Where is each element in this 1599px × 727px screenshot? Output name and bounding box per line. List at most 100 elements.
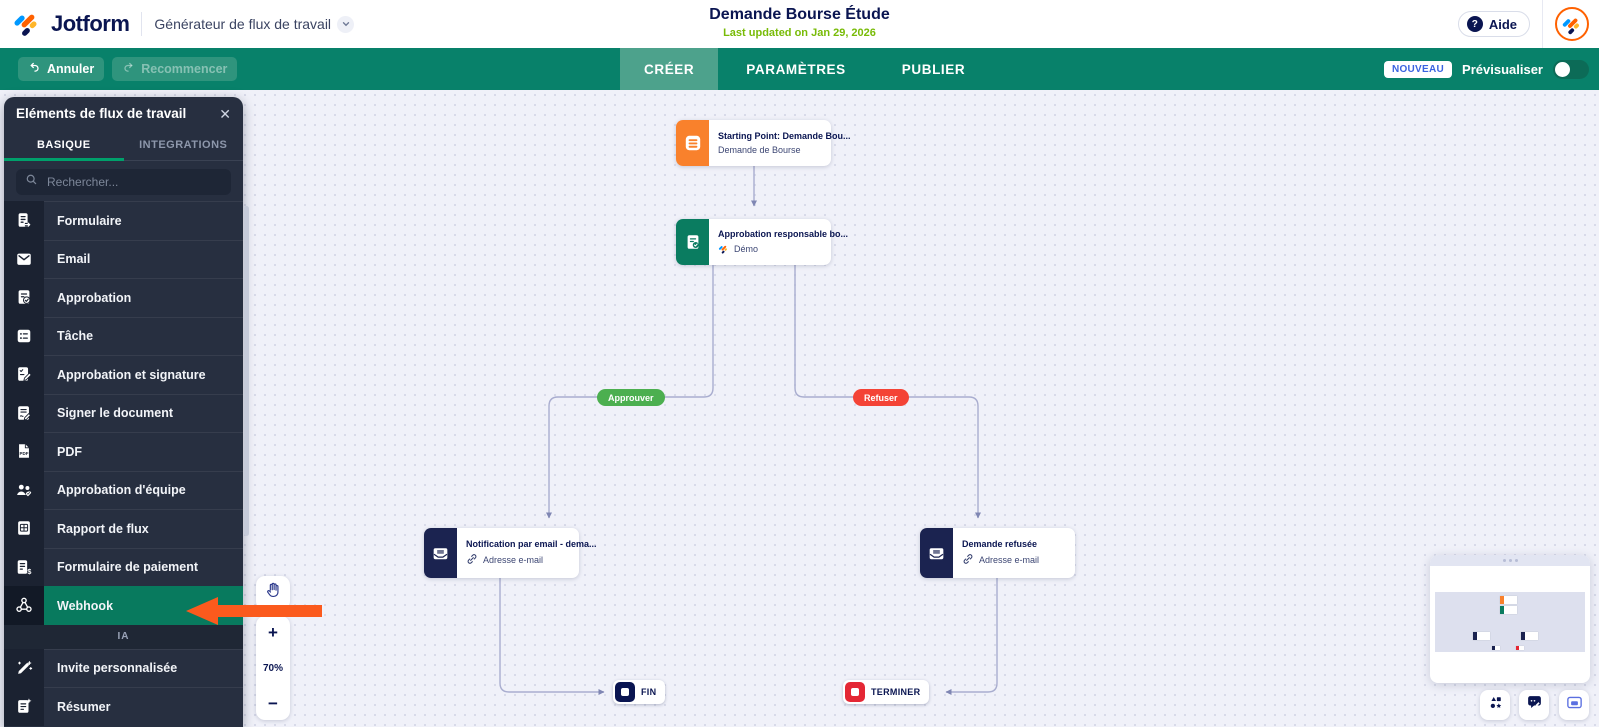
tab-parametres[interactable]: PARAMÈTRES [746, 61, 846, 77]
feedback-button[interactable] [1519, 690, 1549, 720]
panel-title: Eléments de flux de travail [16, 106, 187, 121]
element-search[interactable] [16, 169, 231, 195]
node-starting-point[interactable]: Starting Point: Demande Bou... Demande d… [676, 120, 851, 166]
sidebar-item-label: PDF [57, 444, 82, 459]
sidebar-item-label: Webhook [57, 598, 114, 613]
team-approval-icon [4, 470, 44, 509]
sidebar-item-label: Email [57, 252, 91, 267]
sidebar-item-label: Formulaire de paiement [57, 560, 199, 575]
end-icon [615, 682, 635, 702]
payment-form-icon: $ [4, 547, 44, 586]
zoom-out-button[interactable]: − [268, 694, 278, 713]
svg-text:PDF: PDF [20, 451, 29, 456]
undo-button[interactable]: Annuler [18, 57, 105, 81]
product-switcher[interactable]: Générateur de flux de travail [154, 15, 355, 33]
sidebar-item-tache[interactable]: Tâche [4, 316, 243, 355]
node-field-label: Adresse e-mail [979, 555, 1040, 565]
email-node-icon [920, 528, 953, 578]
sidebar-item-approbation[interactable]: Approbation [4, 278, 243, 317]
node-title: Starting Point: Demande Bou... [718, 131, 851, 141]
pan-tool-button[interactable] [256, 576, 290, 610]
avatar[interactable] [1555, 7, 1589, 41]
search-icon [25, 173, 38, 191]
sidebar-item-invite-personnalisee[interactable]: Invite personnalisée [4, 648, 243, 687]
preview-label: Prévisualiser [1462, 61, 1543, 77]
sidebar-item-webhook[interactable]: Webhook [4, 586, 243, 625]
webhook-icon [4, 586, 44, 625]
node-approval[interactable]: Approbation responsable bo... Démo [676, 219, 849, 265]
undo-icon [28, 61, 41, 77]
sidebar-item-label: Formulaire [57, 213, 122, 228]
approval-icon [4, 278, 44, 317]
node-end-fin[interactable]: FIN [613, 680, 666, 704]
sidebar-item-label: Résumer [57, 699, 111, 714]
jotform-mini-logo [718, 243, 729, 256]
sidebar-scrollbar[interactable] [244, 206, 249, 536]
question-icon: ? [1466, 16, 1483, 32]
link-icon [962, 553, 974, 567]
chevron-down-icon [337, 15, 355, 33]
brand[interactable]: Jotform [12, 7, 130, 42]
sidebar-item-email[interactable]: Email [4, 239, 243, 278]
flow-title-block[interactable]: Demande Bourse Étude Last updated on Jan… [550, 6, 1050, 39]
product-name: Générateur de flux de travail [154, 16, 332, 32]
feedback-icon [1526, 694, 1543, 716]
approval-node-icon [676, 219, 709, 265]
page-title: Demande Bourse Étude [709, 6, 890, 23]
undo-label: Annuler [47, 62, 95, 76]
help-label: Aide [1488, 16, 1517, 32]
node-end-terminer[interactable]: TERMINER [843, 680, 930, 704]
toggle-knob [1555, 61, 1570, 77]
sidebar-item-approbation-equipe[interactable]: Approbation d'équipe [4, 470, 243, 509]
tab-basique[interactable]: BASIQUE [4, 130, 124, 161]
sidebar-item-formulaire[interactable]: Formulaire [4, 201, 243, 240]
preview-toggle[interactable] [1553, 59, 1589, 79]
tab-publier[interactable]: PUBLIER [901, 61, 966, 77]
help-button[interactable]: ? Aide [1457, 11, 1530, 37]
minimap-toggle-button[interactable] [1559, 690, 1589, 720]
app-header: Jotform Générateur de flux de travail De… [0, 0, 1599, 48]
zoom-in-button[interactable]: + [268, 623, 278, 642]
sidebar-item-label: Rapport de flux [57, 521, 149, 536]
sidebar-item-label: Tâche [57, 329, 94, 344]
header-divider [141, 12, 143, 36]
brand-wordmark: Jotform [51, 11, 130, 36]
approval-signature-icon [4, 355, 44, 394]
sidebar-item-approbation-signature[interactable]: Approbation et signature [4, 355, 243, 394]
sidebar-item-label: Approbation [57, 290, 132, 305]
minimap[interactable] [1430, 555, 1590, 683]
builder-toolbar: Annuler Recommencer CRÉER PARAMÈTRES PUB… [0, 48, 1599, 90]
form-icon [4, 201, 44, 240]
branch-label-approve[interactable]: Approuver [597, 389, 665, 406]
tab-creer[interactable]: CRÉER [620, 48, 719, 90]
sidebar-item-signer-le-document[interactable]: Signer le document [4, 393, 243, 432]
new-badge: NOUVEAU [1383, 60, 1453, 78]
email-icon [4, 239, 44, 278]
svg-text:$: $ [27, 567, 31, 576]
tab-integrations[interactable]: INTEGRATIONS [139, 139, 228, 151]
redo-button[interactable]: Recommencer [112, 57, 238, 81]
link-icon [466, 553, 478, 567]
node-email-approved[interactable]: Notification par email - dema... Adresse… [424, 528, 597, 578]
sidebar-item-rapport-de-flux[interactable]: Rapport de flux [4, 509, 243, 548]
sidebar-item-pdf[interactable]: PDF PDF [4, 432, 243, 471]
end-label: FIN [641, 687, 657, 697]
branch-label-reject[interactable]: Refuser [853, 389, 909, 406]
node-email-rejected[interactable]: Demande refusée Adresse e-mail [920, 528, 1075, 578]
end-icon [845, 682, 865, 702]
close-icon[interactable]: ✕ [219, 105, 231, 122]
custom-prompt-icon [4, 648, 44, 687]
shapes-library-button[interactable] [1480, 690, 1510, 720]
node-title: Approbation responsable bo... [718, 228, 849, 239]
last-updated: Last updated on Jan 29, 2026 [723, 27, 876, 39]
minimap-toggle-icon [1566, 694, 1583, 716]
minimap-titlebar [1430, 555, 1590, 566]
end-label: TERMINER [871, 687, 921, 697]
search-input[interactable] [45, 174, 222, 190]
task-icon [4, 316, 44, 355]
shapes-icon [1487, 694, 1504, 716]
zoom-level: 70% [262, 662, 283, 674]
hand-icon [264, 581, 283, 605]
sidebar-item-formulaire-de-paiement[interactable]: $ Formulaire de paiement [4, 547, 243, 586]
sidebar-item-resumer[interactable]: Résumer [4, 687, 243, 726]
